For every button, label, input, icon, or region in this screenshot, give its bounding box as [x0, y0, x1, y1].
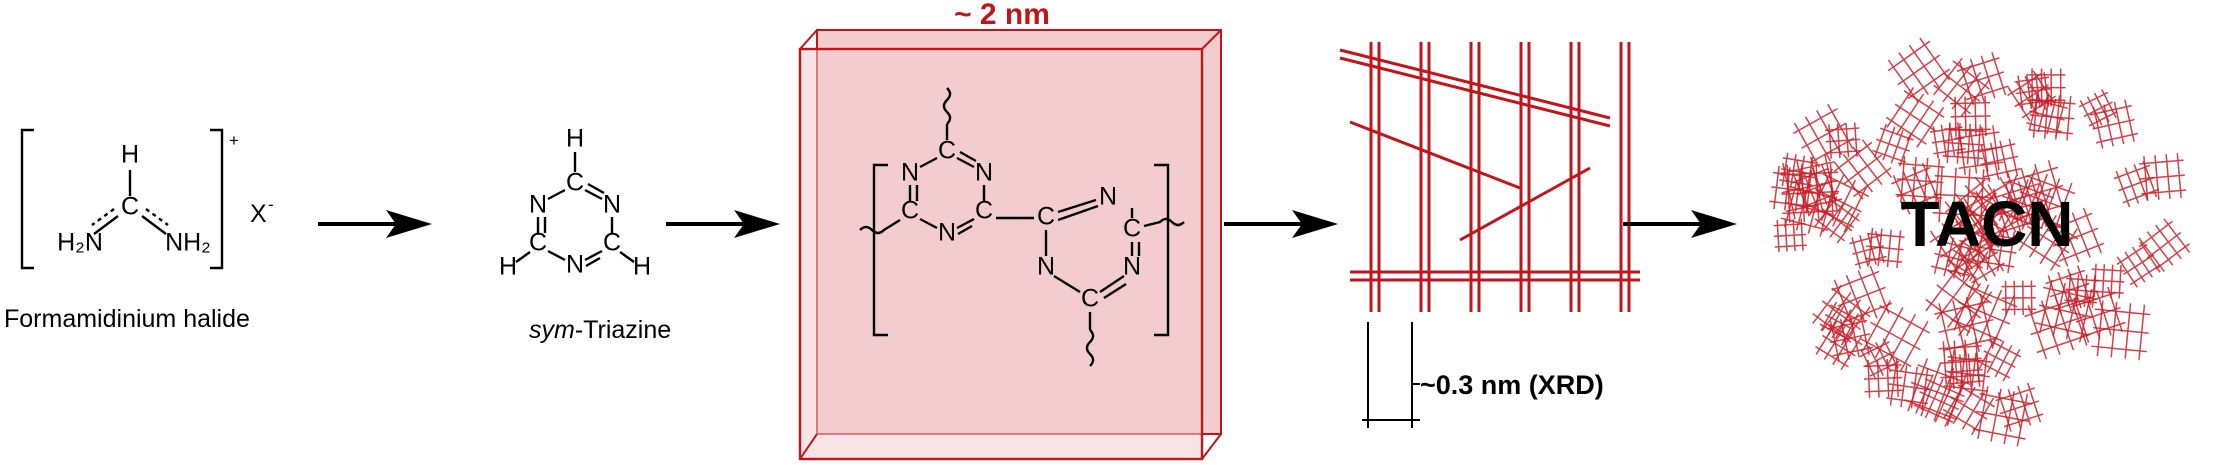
reaction-arrow-icon: [318, 210, 432, 238]
lattice-patch: [1864, 227, 1905, 269]
lattice-patch: [2116, 241, 2161, 288]
lattice-patch: [1779, 152, 1816, 191]
lattice-patch: [1777, 153, 1843, 220]
wavy-bond-icon: [942, 87, 952, 125]
reaction-arrow-icon: [666, 210, 780, 238]
counter-ion-charge: -: [268, 195, 274, 214]
label-size-top: ~ 2 nm: [954, 0, 1050, 31]
atom-nh2: NH₂: [165, 229, 211, 257]
svg-text:C: C: [603, 229, 621, 257]
wavy-bond-icon: [1085, 329, 1095, 367]
lattice-patch: [1833, 139, 1892, 200]
lattice-patch: [2089, 99, 2138, 149]
lattice-patch: [1977, 138, 2021, 183]
svg-text:N: N: [1123, 253, 1141, 281]
lattice-patch: [2046, 207, 2105, 267]
lattice-patch: [1947, 352, 1984, 390]
polymer-ring-2: C N N C N C: [1037, 183, 1185, 367]
svg-text:N: N: [603, 191, 621, 219]
lattice-patch: [2003, 160, 2069, 227]
label-spacing: ~0.3 nm (XRD): [1420, 370, 1604, 400]
lattice-patch: [1890, 162, 1942, 215]
svg-text:N: N: [1099, 183, 1117, 211]
tacn-aggregate: TACN: [1769, 37, 2191, 447]
svg-text:C: C: [1123, 215, 1141, 243]
atom-c: C: [121, 193, 139, 221]
lattice-patch: [2045, 265, 2094, 315]
svg-text:N: N: [1037, 253, 1055, 281]
lattice-patch: [1950, 96, 1991, 137]
reaction-arrow-icon: [1224, 210, 1338, 238]
svg-text:C: C: [1037, 203, 1055, 231]
right-bracket: [210, 128, 224, 270]
lattice-patch: [1925, 266, 1993, 337]
atom-h: H: [121, 141, 139, 169]
svg-text:C: C: [566, 169, 584, 197]
lattice-patch: [1972, 386, 2033, 447]
reaction-arrow-icon: [1623, 210, 1737, 238]
lattice-patch: [2013, 169, 2076, 233]
lattice-patch: [1929, 122, 1966, 159]
lattice-patch: [2001, 280, 2037, 316]
svg-text:H: H: [499, 253, 517, 281]
lattice-patch: [1962, 177, 2030, 247]
lattice-patch: [1972, 226, 2019, 274]
lattice-patch: [1812, 284, 1871, 346]
lattice-patch: [1773, 218, 1807, 253]
svg-text:C: C: [529, 229, 547, 257]
lattice-patch: [1977, 336, 2022, 382]
svg-text:C: C: [938, 137, 956, 165]
svg-text:N: N: [901, 159, 919, 187]
stacking-fiber-icon: ~0.3 nm (XRD): [1339, 42, 1640, 428]
svg-text:N: N: [529, 191, 547, 219]
label-product: TACN: [1901, 188, 2074, 260]
lattice-patch: [2091, 300, 2151, 361]
label-triazine: sym-Triazine: [529, 316, 671, 344]
lattice-patch: [2113, 160, 2160, 208]
svg-text:C: C: [901, 197, 919, 225]
charge-plus: +: [229, 131, 239, 150]
lattice-patch: [2078, 89, 2118, 130]
domain-cube: ~ 2 nm C N N C C N: [798, 0, 1222, 461]
svg-text:C: C: [1081, 285, 1099, 313]
counter-ion: X: [250, 200, 267, 228]
lattice-patch: [1942, 381, 1995, 436]
triazine-structure: H C N N C C N H H sym-Triazine: [499, 125, 671, 344]
lattice-patch: [1872, 123, 1914, 167]
tacn-lattice: [1769, 37, 2191, 447]
left-bracket: [20, 128, 34, 270]
atom-h2n: H₂N: [57, 229, 103, 257]
lattice-patch: [2138, 153, 2187, 201]
wavy-bond-icon: [1143, 217, 1185, 228]
lattice-patch: [2090, 263, 2125, 299]
svg-text:N: N: [566, 251, 584, 279]
lattice-patch: [1859, 338, 1900, 380]
lattice-patch: [1995, 382, 2044, 432]
lattice-patch: [1849, 230, 1887, 270]
lattice-patch: [1956, 52, 2009, 106]
label-formamidinium: Formamidinium halide: [4, 305, 250, 333]
lattice-patch: [2007, 70, 2057, 122]
svg-text:N: N: [975, 159, 993, 187]
svg-text:C: C: [975, 197, 993, 225]
lattice-patch: [1885, 86, 1945, 148]
wavy-bond-icon: [859, 218, 901, 235]
formamidinium-structure: + H C H₂N NH₂ X - Formamidinium halide: [4, 128, 274, 333]
lattice-patch: [1887, 37, 1951, 103]
lattice-patch: [2070, 286, 2126, 343]
polymer-ring-1: C N N C C N: [859, 87, 993, 247]
lattice-patch: [1895, 156, 1945, 206]
lattice-patch: [1955, 187, 2017, 252]
svg-text:H: H: [633, 253, 651, 281]
lattice-patch: [1815, 321, 1863, 371]
svg-text:N: N: [938, 219, 956, 247]
lattice-patch: [1824, 122, 1862, 159]
svg-text:H: H: [566, 125, 584, 153]
lattice-patch: [1792, 103, 1855, 168]
lattice-patch: [2138, 218, 2191, 273]
